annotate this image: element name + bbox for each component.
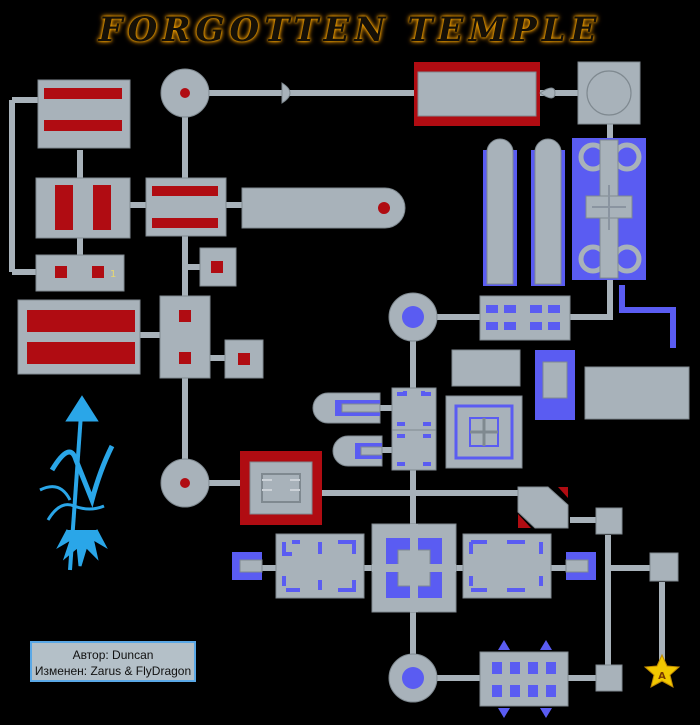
modified-credit: Изменен: Zarus & FlyDragon <box>34 664 192 678</box>
room-number-label: 1 <box>110 269 116 280</box>
left-room-block: 1 <box>17 79 406 379</box>
credits-box: Автор: Duncan Изменен: Zarus & FlyDragon <box>30 641 196 682</box>
red-trap-room <box>240 451 569 529</box>
compass-rose-icon <box>39 395 115 571</box>
start-marker-label: A <box>658 671 666 682</box>
author-credit: Автор: Duncan <box>72 648 154 662</box>
central-blue-rooms <box>312 387 523 471</box>
bottom-hall <box>232 507 679 718</box>
round-chambers <box>160 68 438 703</box>
top-right-rooms <box>281 61 690 420</box>
map-title: FORGOTTEN TEMPLE <box>98 10 602 50</box>
start-star-icon[interactable]: A <box>643 653 681 688</box>
